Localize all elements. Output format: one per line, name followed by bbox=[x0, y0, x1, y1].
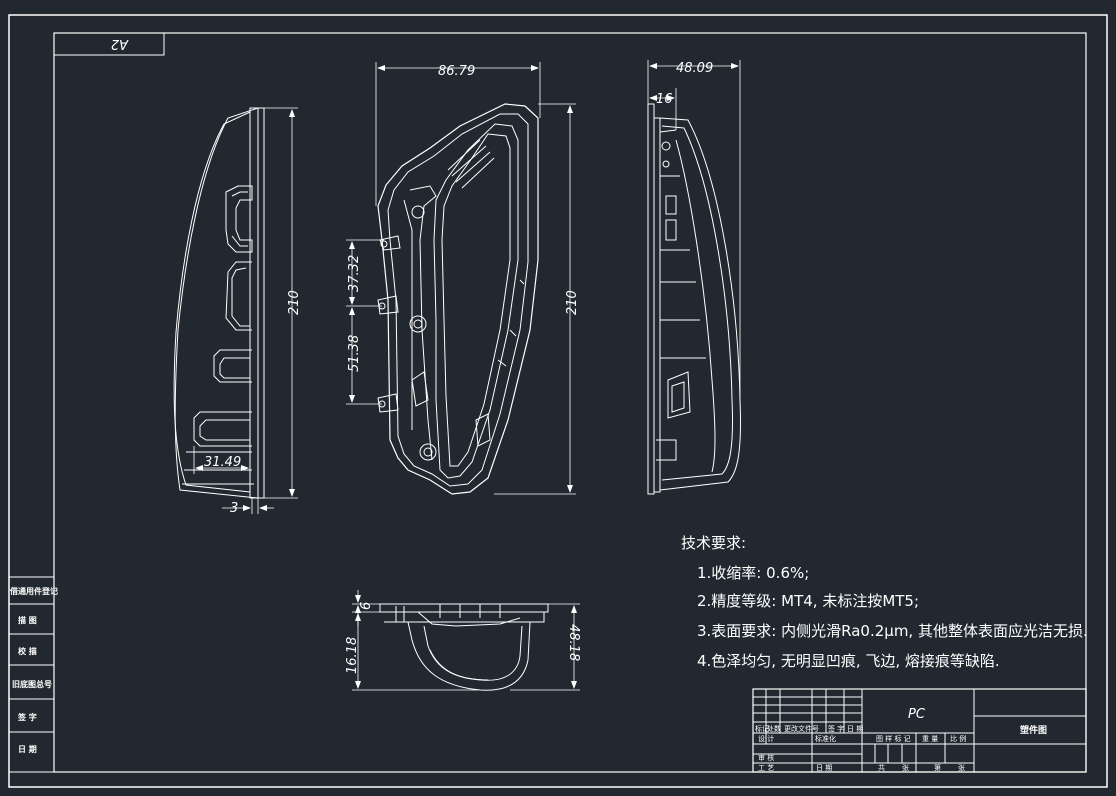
tech-req-heading: 技术要求: bbox=[681, 534, 746, 552]
tb-label-date2: 日 期 bbox=[816, 764, 832, 772]
tb-label-process: 工 艺 bbox=[758, 764, 774, 772]
dim-front-height: 210 bbox=[565, 290, 580, 315]
tb-label-review: 审 核 bbox=[758, 753, 774, 762]
left-view-dims bbox=[193, 107, 298, 514]
tech-req-item-4: 4.色泽均匀, 无明显凹痕, 飞边, 熔接痕等缺陷. bbox=[697, 652, 1000, 670]
tb-label-change-doc: 更改文件号 bbox=[784, 724, 819, 733]
size-label-box bbox=[53, 32, 165, 56]
dim-rib-width: 31.49 bbox=[204, 455, 241, 470]
tech-req-item-2: 2.精度等级: MT4, 未标注按MT5; bbox=[697, 592, 919, 610]
tb-label-standardize: 标准化 bbox=[815, 734, 836, 743]
side-view bbox=[647, 103, 741, 495]
bottom-view bbox=[379, 603, 549, 691]
title-material: PC bbox=[908, 707, 926, 722]
tb-label-mark: 标记 bbox=[755, 724, 769, 733]
dim-left-height: 210 bbox=[287, 290, 302, 315]
inner-frame bbox=[53, 32, 1087, 773]
dim-pitch-upper: 37.32 bbox=[347, 255, 362, 292]
front-view bbox=[377, 103, 539, 495]
side-view-dims bbox=[647, 60, 741, 404]
dim-bottom-small: 6 bbox=[359, 602, 374, 610]
tb-label-total: 共 bbox=[878, 763, 885, 772]
dim-bottom-depth-left: 16.18 bbox=[345, 637, 360, 674]
tb-label-weight: 重 量 bbox=[922, 735, 938, 743]
tb-label-sign: 签 字 bbox=[828, 724, 844, 733]
side-bar-item-2: 描 图 bbox=[18, 615, 37, 625]
tb-label-date: 日 期 bbox=[847, 725, 863, 733]
tech-req-item-3: 3.表面要求: 内侧光滑Ra0.2μm, 其他整体表面应光洁无损. bbox=[697, 622, 1088, 640]
title-drawing-name: 塑件图 bbox=[1020, 724, 1047, 736]
tech-req-item-1: 1.收缩率: 0.6%; bbox=[697, 564, 809, 582]
dim-side-offset: 16 bbox=[656, 92, 673, 107]
tb-label-sheet2: 张 bbox=[958, 763, 965, 772]
side-bar-grid bbox=[8, 576, 55, 773]
side-bar-item-6: 日 期 bbox=[18, 744, 37, 754]
tb-label-count: 处数 bbox=[767, 724, 781, 733]
left-view bbox=[173, 107, 265, 499]
tb-label-page: 第 bbox=[934, 763, 941, 772]
dim-side-width: 48.09 bbox=[676, 61, 713, 76]
dim-pitch-lower: 51.38 bbox=[347, 335, 362, 372]
side-bar-item-1: 借通用件登记 bbox=[9, 586, 58, 596]
size-label: A2 bbox=[111, 36, 129, 51]
dim-front-width: 86.79 bbox=[438, 64, 475, 79]
bottom-view-dims bbox=[352, 590, 580, 691]
tb-label-sheet: 张 bbox=[902, 763, 909, 772]
dim-flange: 3 bbox=[230, 501, 238, 516]
dim-bottom-depth-right: 48.18 bbox=[566, 624, 581, 661]
outer-border bbox=[8, 14, 1108, 788]
title-block-grid bbox=[752, 688, 1087, 773]
tb-label-scale: 比 例 bbox=[950, 734, 966, 743]
tb-label-design: 设 计 bbox=[758, 734, 774, 743]
side-bar-item-4: 旧底图总号 bbox=[12, 679, 52, 689]
side-bar-item-3: 校 描 bbox=[18, 646, 37, 656]
front-view-dims bbox=[346, 62, 576, 495]
tb-label-stage-mark: 图 样 标 记 bbox=[876, 734, 911, 743]
side-bar-item-5: 签 字 bbox=[17, 712, 37, 722]
